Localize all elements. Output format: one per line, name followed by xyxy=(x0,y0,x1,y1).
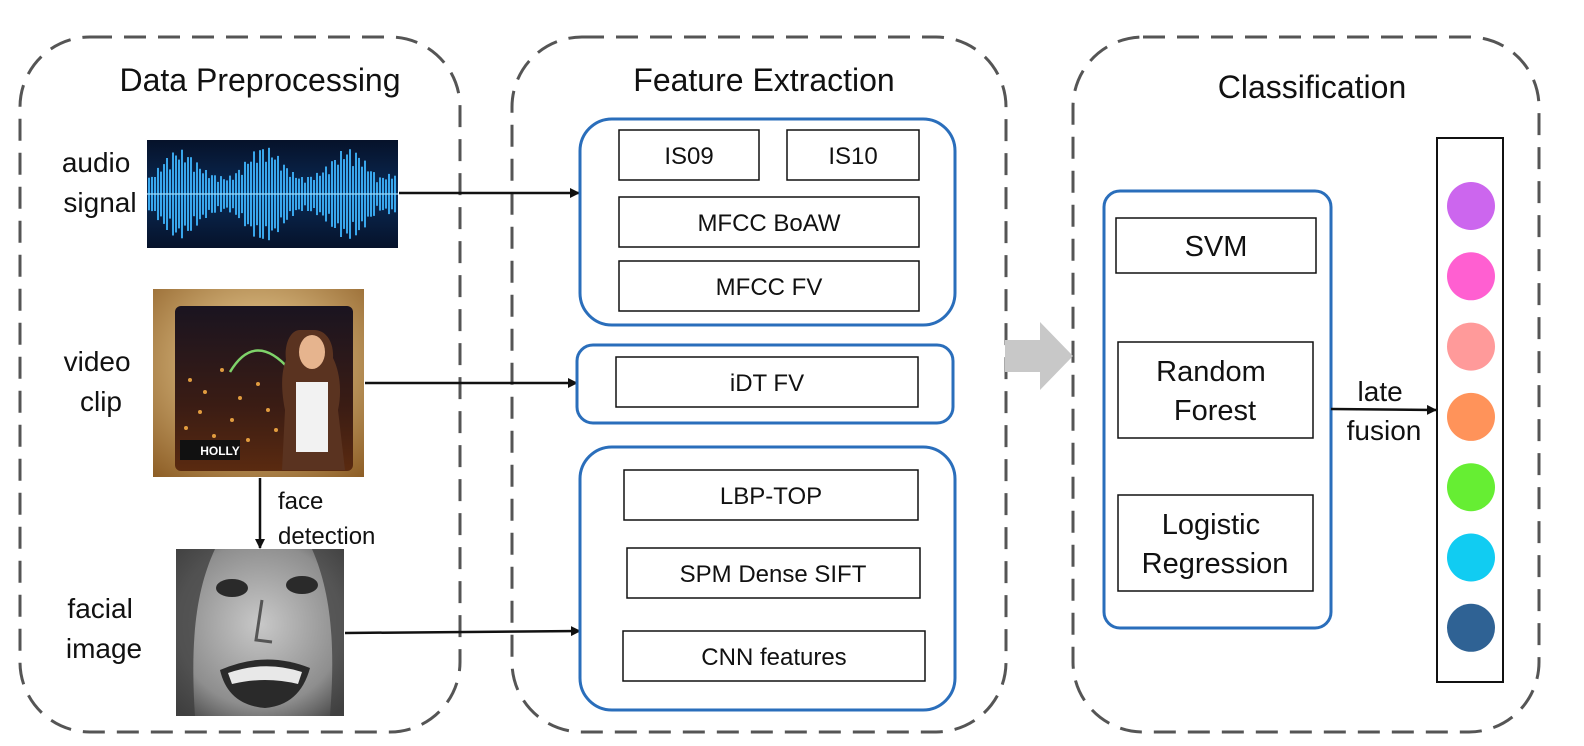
output-class-dot xyxy=(1447,603,1495,652)
feature-label-mfcc-fv: MFCC FV xyxy=(716,274,823,301)
output-class-dot xyxy=(1447,322,1495,371)
classifier-label-logistic-regression: Logistic Regression xyxy=(1142,509,1289,580)
late-fusion-label: late fusion xyxy=(1347,376,1422,446)
feature-label-idt-fv: iDT FV xyxy=(730,370,804,397)
face-features-group xyxy=(578,445,957,712)
video-features-group xyxy=(575,343,955,425)
feature-box-mfcc-fv xyxy=(618,260,920,312)
feature-box-mfcc-boaw xyxy=(618,196,920,248)
extraction-title: Feature Extraction xyxy=(633,62,894,98)
classifier-label-svm: SVM xyxy=(1185,231,1248,263)
feature-label-lbp-top: LBP-TOP xyxy=(720,483,822,510)
feature-box-idt-fv xyxy=(615,356,919,408)
face-to-features-arrow xyxy=(344,626,581,637)
feature-box-cnn-features xyxy=(622,630,926,682)
extraction-panel xyxy=(510,35,1008,734)
classifier-label-random-forest: Random Forest xyxy=(1156,356,1274,427)
video-clip-image: HOLLY xyxy=(153,289,364,477)
preprocessing-panel xyxy=(18,35,462,734)
output-class-dot xyxy=(1447,533,1495,582)
output-class-dot xyxy=(1447,252,1495,301)
feature-box-is09 xyxy=(618,129,760,181)
classification-panel xyxy=(1071,35,1541,734)
classifier-box-random-forest xyxy=(1117,341,1314,439)
feature-box-spm-dense-sift xyxy=(626,547,921,599)
stage-transition-arrow xyxy=(1005,322,1073,390)
output-class-dot xyxy=(1447,392,1495,441)
feature-label-spm-dense-sift: SPM Dense SIFT xyxy=(680,561,867,588)
output-class-dot xyxy=(1447,182,1495,230)
facial-image xyxy=(176,549,344,716)
classifier-box-svm xyxy=(1115,217,1317,274)
audio-signal-label: audio signal xyxy=(62,147,138,218)
feature-box-is10 xyxy=(786,129,920,181)
output-class-dots xyxy=(1447,182,1495,652)
feature-label-cnn-features: CNN features xyxy=(701,644,846,671)
facial-image-label: facial image xyxy=(66,593,142,664)
audio-waveform-image xyxy=(147,140,398,248)
video-clip-label: video clip xyxy=(64,346,139,417)
late-fusion-arrow xyxy=(1330,404,1437,415)
video-caption: HOLLY xyxy=(200,444,240,458)
face-detection-label: face detection xyxy=(278,488,375,550)
preprocessing-title: Data Preprocessing xyxy=(119,62,400,98)
classification-title: Classification xyxy=(1218,69,1407,105)
output-class-dot xyxy=(1447,463,1495,512)
feature-label-mfcc-boaw: MFCC BoAW xyxy=(697,210,840,237)
audio-features-group xyxy=(578,117,957,327)
classifier-box-logistic-regression xyxy=(1117,494,1314,592)
feature-label-is09: IS09 xyxy=(664,143,713,170)
feature-box-lbp-top xyxy=(623,469,919,521)
feature-label-is10: IS10 xyxy=(828,143,877,170)
